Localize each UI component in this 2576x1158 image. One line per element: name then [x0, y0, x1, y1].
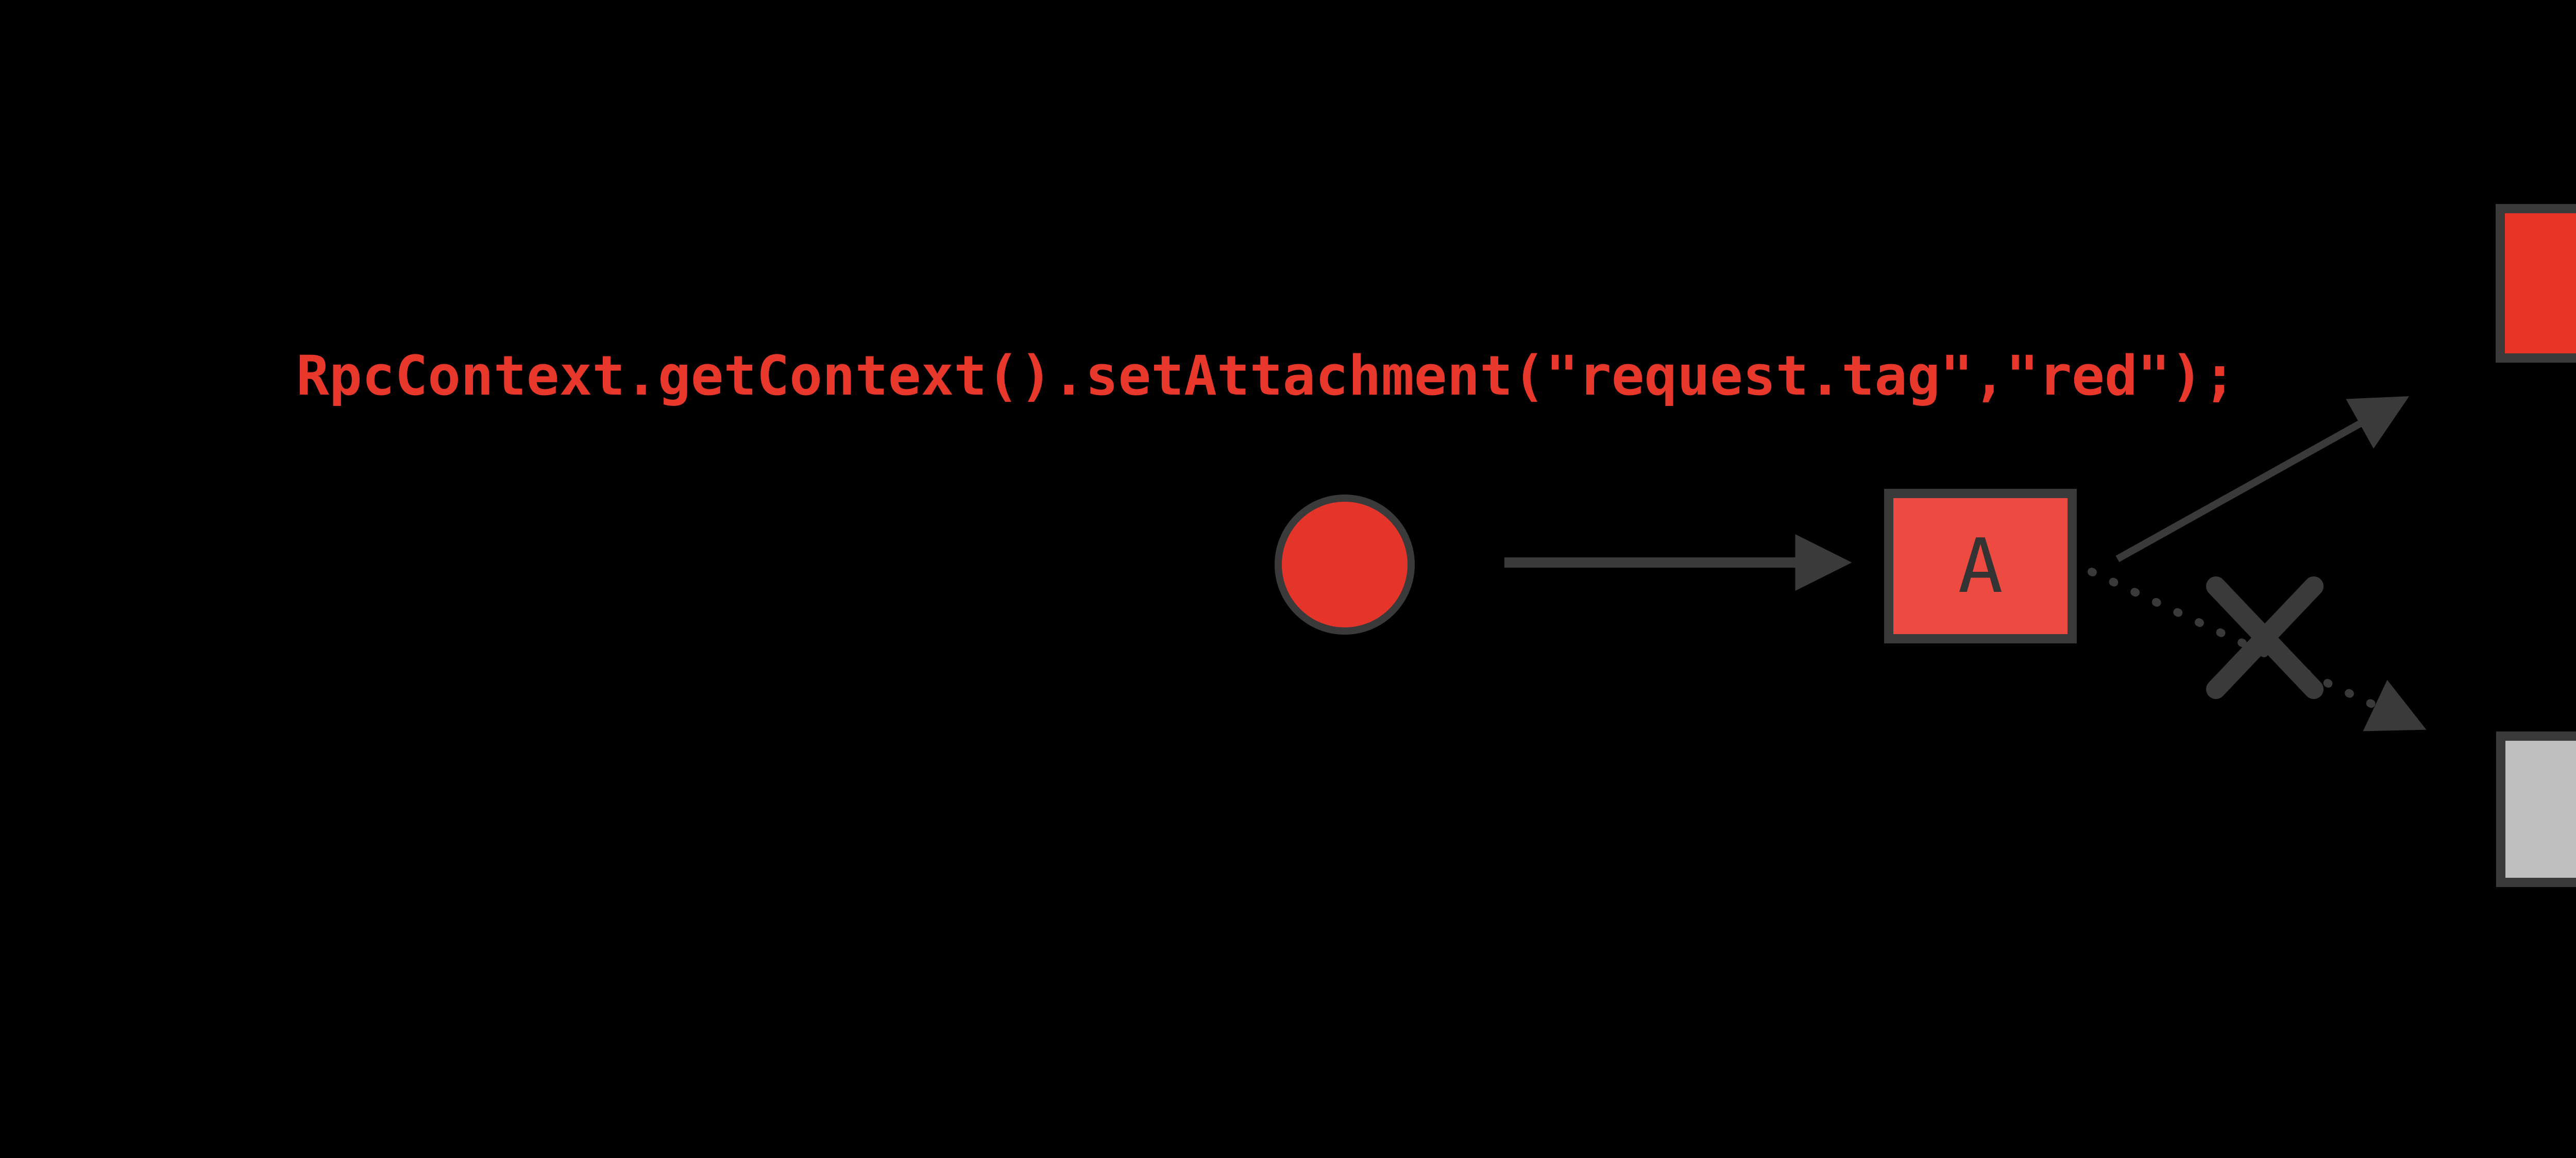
node-a-label: A: [1958, 522, 2003, 610]
node-a: A: [1884, 489, 2077, 643]
node-b-gray-label: B: [2571, 766, 2576, 853]
blocked-x-icon: [2206, 576, 2324, 699]
node-b-gray: B: [2496, 731, 2576, 887]
code-annotation: RpcContext.getContext().setAttachment("r…: [296, 344, 2236, 407]
node-b-red-label: B: [2571, 240, 2576, 327]
start-node: [1275, 495, 1415, 635]
edge-a-to-b-red: [2115, 396, 2410, 563]
node-b-red: B: [2496, 204, 2576, 363]
edge-a-to-b-gray-blocked: [2088, 568, 2427, 731]
